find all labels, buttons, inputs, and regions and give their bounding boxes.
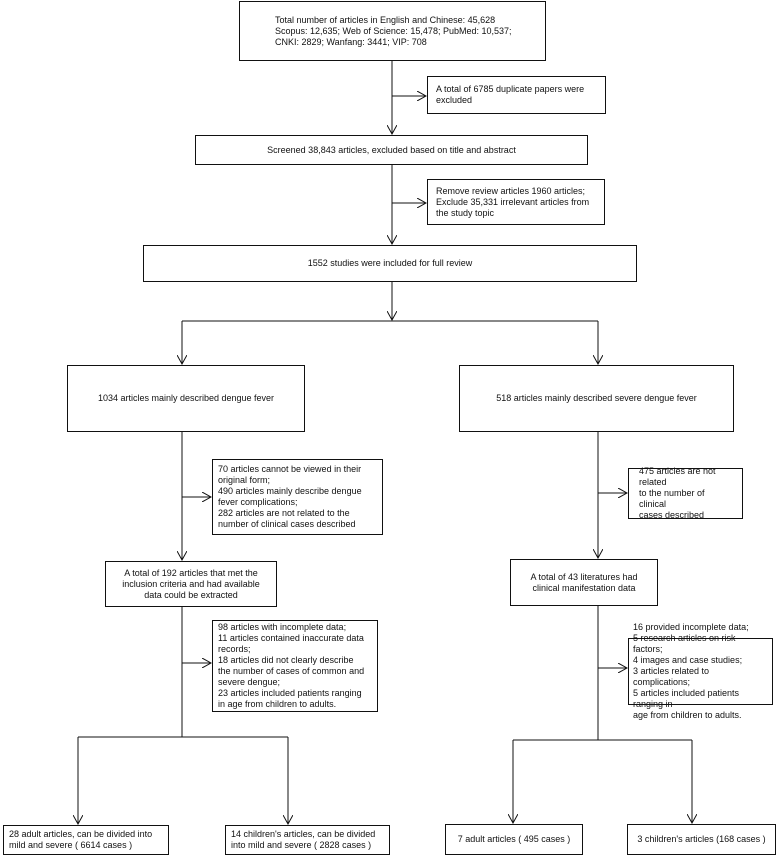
box-full-review: 1552 studies were included for full revi… [143, 245, 637, 282]
box-excluded-dengue: 70 articles cannot be viewed in their or… [212, 459, 383, 535]
box-severe-dengue-fever-text: 518 articles mainly described severe den… [496, 393, 697, 403]
box-children-articles-3: 3 children's articles (168 cases ) [627, 824, 776, 855]
box-duplicates-excluded-text: A total of 6785 duplicate papers were ex… [436, 84, 585, 105]
box-excluded-severe-2-text: 16 provided incomplete data; 5 research … [633, 622, 749, 720]
box-screened-text: Screened 38,843 articles, excluded based… [267, 144, 516, 155]
box-adult-articles-28-text: 28 adult articles, can be divided into m… [9, 829, 153, 850]
box-adult-articles-7-text: 7 adult articles ( 495 cases ) [457, 834, 571, 844]
box-total-articles-text: Total number of articles in English and … [275, 14, 512, 47]
box-clinical-manifestation: A total of 43 literatures had clinical m… [510, 559, 658, 606]
box-adult-articles-7: 7 adult articles ( 495 cases ) [445, 824, 583, 855]
box-clinical-manifestation-text: A total of 43 literatures had clinical m… [530, 571, 638, 593]
box-dengue-fever: 1034 articles mainly described dengue fe… [67, 365, 305, 432]
box-full-review-text: 1552 studies were included for full revi… [307, 258, 473, 268]
box-total-articles: Total number of articles in English and … [239, 1, 546, 61]
box-children-articles-3-text: 3 children's articles (168 cases ) [637, 834, 766, 844]
box-adult-articles-28: 28 adult articles, can be divided into m… [3, 825, 169, 855]
box-children-articles-14: 14 children's articles, can be divided i… [225, 825, 390, 855]
box-children-articles-14-text: 14 children's articles, can be divided i… [231, 829, 376, 850]
box-duplicates-excluded: A total of 6785 duplicate papers were ex… [427, 76, 606, 114]
box-excluded-severe: 475 articles are not related to the numb… [628, 466, 743, 520]
box-excluded-dengue-2-text: 98 articles with incomplete data; 11 art… [218, 622, 365, 709]
box-severe-dengue-fever: 518 articles mainly described severe den… [459, 365, 734, 432]
box-excluded-dengue-text: 70 articles cannot be viewed in their or… [218, 464, 362, 529]
box-remove-review-text: Remove review articles 1960 articles; Ex… [436, 185, 590, 218]
box-met-criteria: A total of 192 articles that met the inc… [105, 561, 277, 607]
box-excluded-severe-text: 475 articles are not related to the numb… [639, 466, 716, 520]
box-excluded-severe-2: 16 provided incomplete data; 5 research … [628, 622, 773, 720]
box-excluded-dengue-2: 98 articles with incomplete data; 11 art… [212, 620, 378, 712]
box-dengue-fever-text: 1034 articles mainly described dengue fe… [97, 393, 275, 403]
box-remove-review: Remove review articles 1960 articles; Ex… [427, 179, 605, 225]
box-screened: Screened 38,843 articles, excluded based… [195, 135, 588, 165]
box-met-criteria-text: A total of 192 articles that met the inc… [122, 567, 260, 600]
